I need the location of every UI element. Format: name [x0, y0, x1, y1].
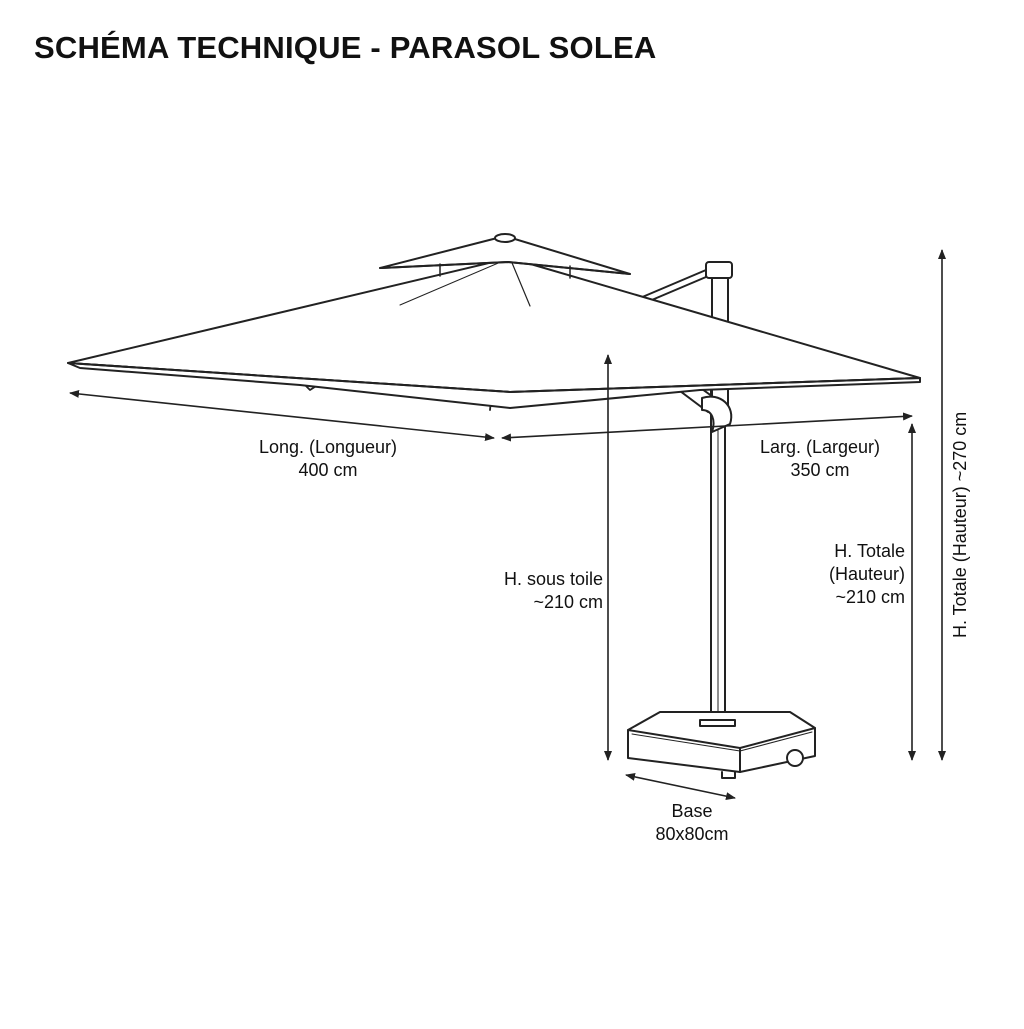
total-height-b-label: H. Totale (Hauteur) ~270 cm — [950, 411, 970, 638]
width-name: Larg. (Largeur) — [759, 437, 881, 457]
width-dimension-line — [501, 412, 913, 442]
total-height-a-label: H. Totale (Hauteur) ~210 cm — [770, 540, 905, 609]
under-canopy-name: H. sous toile — [503, 569, 603, 589]
total-height-a-line1: H. Totale — [834, 541, 905, 561]
width-label: Larg. (Largeur) 350 cm — [730, 436, 910, 482]
length-name: Long. (Longueur) — [258, 437, 398, 457]
base-block — [627, 711, 816, 779]
length-dimension-line — [69, 389, 495, 442]
base-value: 80x80cm — [655, 824, 729, 844]
length-value: 400 cm — [298, 460, 358, 480]
total-height-a-value: ~210 cm — [835, 587, 905, 607]
total-height-a-line2: (Hauteur) — [828, 564, 905, 584]
under-canopy-label: H. sous toile ~210 cm — [460, 568, 603, 614]
length-label: Long. (Longueur) 400 cm — [228, 436, 428, 482]
base-name: Base — [671, 801, 713, 821]
under-canopy-value: ~210 cm — [533, 592, 603, 612]
base-label: Base 80x80cm — [612, 800, 772, 846]
canopy — [67, 257, 921, 409]
width-value: 350 cm — [790, 460, 850, 480]
page-title: SCHÉMA TECHNIQUE - PARASOL SOLEA — [34, 30, 657, 65]
top-vent — [379, 233, 631, 279]
base-dimension-line — [625, 772, 736, 801]
